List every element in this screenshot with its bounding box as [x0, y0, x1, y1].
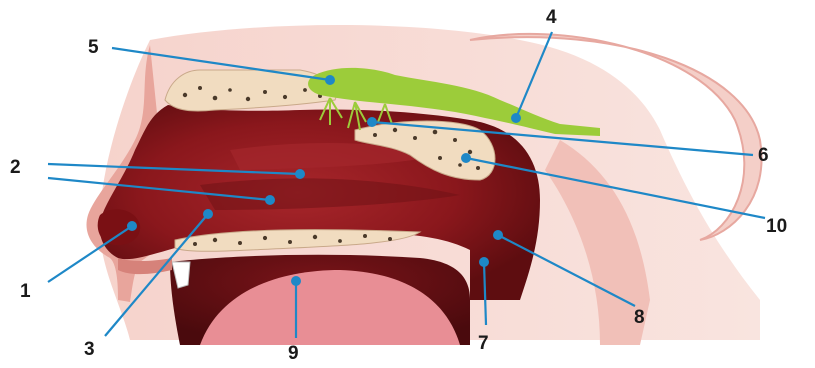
- dot-8: [493, 230, 503, 240]
- dot-10: [461, 153, 471, 163]
- label-8: 8: [634, 308, 645, 327]
- dot-5: [325, 75, 335, 85]
- dot-6: [367, 117, 377, 127]
- dot-2b: [265, 195, 275, 205]
- dot-3: [203, 209, 213, 219]
- label-3: 3: [84, 340, 95, 359]
- dot-2a: [295, 169, 305, 179]
- dot-9: [291, 276, 301, 286]
- dot-4: [511, 113, 521, 123]
- dot-7: [479, 257, 489, 267]
- label-10: 10: [766, 217, 787, 236]
- label-7: 7: [478, 334, 489, 353]
- label-1: 1: [20, 282, 31, 301]
- label-9: 9: [288, 344, 299, 363]
- dot-1: [127, 221, 137, 231]
- label-6: 6: [758, 146, 769, 165]
- label-4: 4: [546, 8, 557, 27]
- label-5: 5: [88, 38, 99, 57]
- label-2: 2: [10, 158, 21, 177]
